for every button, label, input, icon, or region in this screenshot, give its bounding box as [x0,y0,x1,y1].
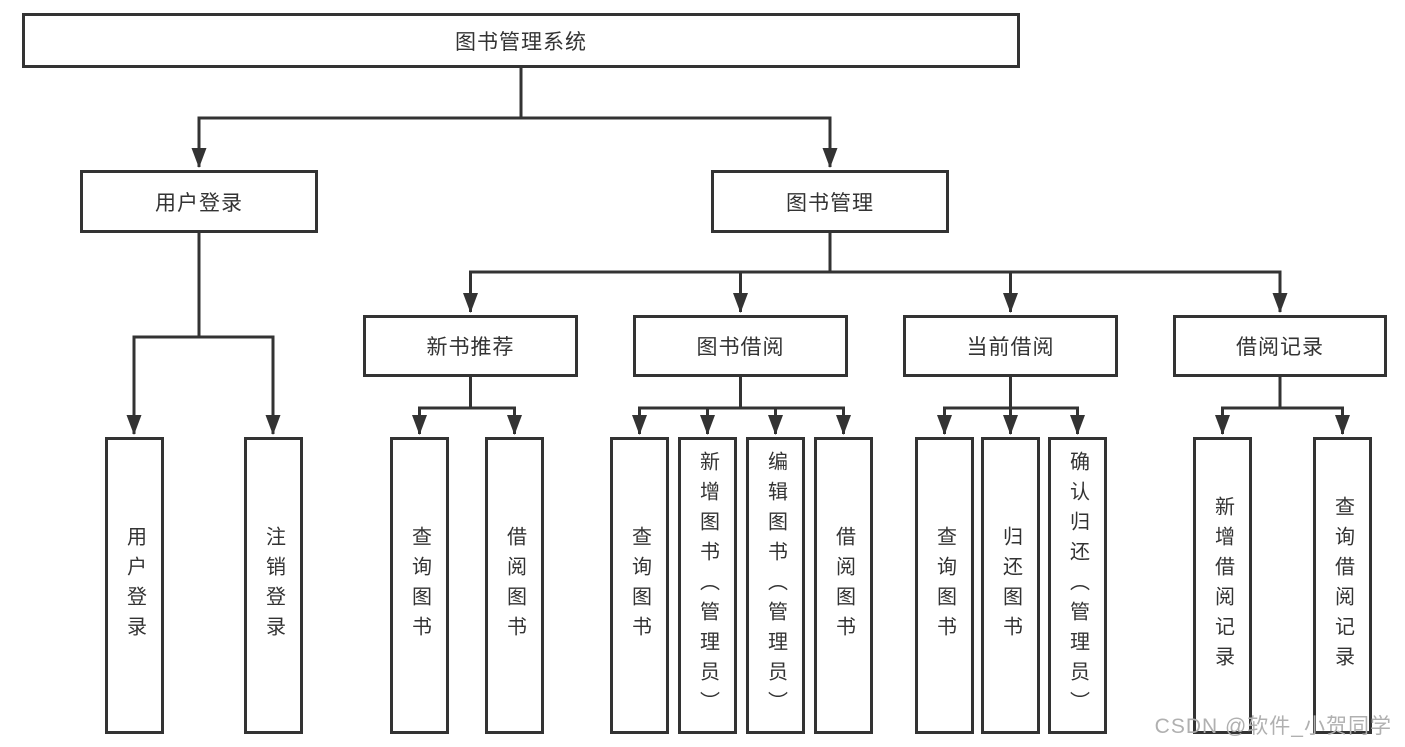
leaf-return-books: 归还图书 [981,437,1040,734]
leaf-query-books-3: 查询图书 [915,437,974,734]
leaf-query-borrow-record: 查询借阅记录 [1313,437,1372,734]
node-book-management: 图书管理 [711,170,949,233]
tree-arrows [126,118,1350,435]
leaf-borrow-books-2: 借阅图书 [814,437,873,734]
leaf-borrow-books-1: 借阅图书 [485,437,544,734]
node-borrowing-records: 借阅记录 [1173,315,1387,377]
node-current-borrowing: 当前借阅 [903,315,1118,377]
leaf-edit-books-admin: 编辑图书（管理员） [746,437,805,734]
leaf-query-books-2: 查询图书 [610,437,669,734]
leaf-confirm-return-admin: 确认归还（管理员） [1048,437,1107,734]
leaf-add-borrow-record: 新增借阅记录 [1193,437,1252,734]
node-book-borrowing: 图书借阅 [633,315,848,377]
watermark: CSDN @软件_小贺同学 [1154,715,1392,738]
leaf-user-login: 用户登录 [105,437,164,734]
node-user-login: 用户登录 [80,170,318,233]
leaf-logout: 注销登录 [244,437,303,734]
leaf-add-books-admin: 新增图书（管理员） [678,437,737,734]
node-new-book-recommend: 新书推荐 [363,315,578,377]
tree-lines [132,66,1344,410]
node-book-management-system: 图书管理系统 [22,13,1020,68]
leaf-query-books-1: 查询图书 [390,437,449,734]
